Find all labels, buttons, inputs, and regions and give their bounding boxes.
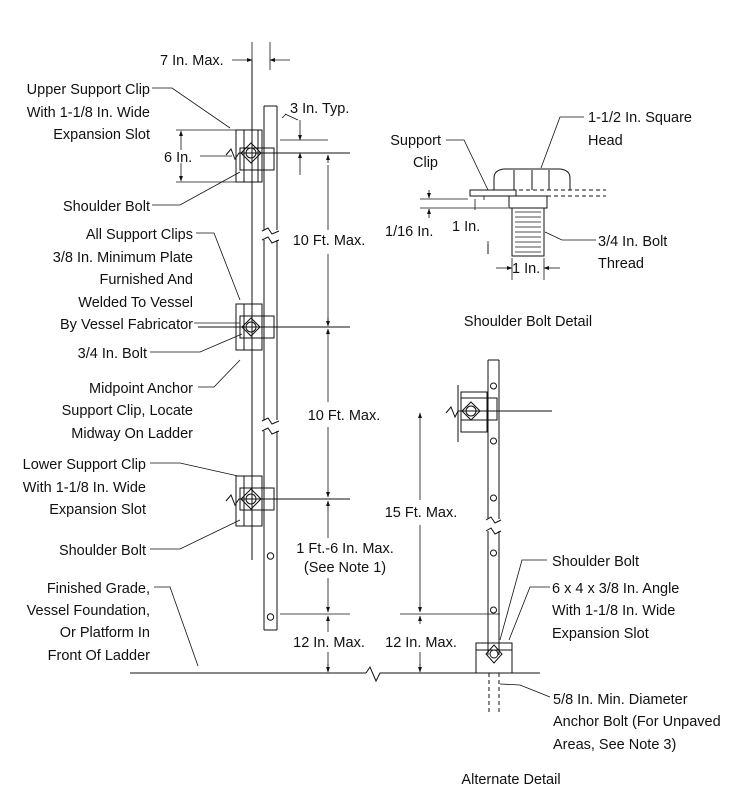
label-1ft6-max: 1 Ft.-6 In. Max.: [296, 541, 394, 557]
label-lower-clip-2: With 1-1/8 In. Wide: [23, 480, 146, 496]
alternate-top-clip: [445, 385, 552, 442]
label-upper-clip-2: With 1-1/8 In. Wide: [27, 105, 150, 121]
label-shoulder-bolt-detail: Shoulder Bolt Detail: [464, 314, 592, 330]
label-all-clips-4: Welded To Vessel: [78, 295, 193, 311]
label-all-clips-2: 3/8 In. Minimum Plate: [53, 250, 193, 266]
label-anchor-3: Areas, See Note 3): [553, 737, 676, 753]
label-sb-head-2: Head: [588, 133, 623, 149]
label-12in-max-left: 12 In. Max.: [293, 635, 365, 651]
label-sb-1in-horizontal: 1 In.: [512, 261, 540, 277]
label-grade-4: Front Of Ladder: [48, 648, 151, 664]
label-lower-clip-1: Lower Support Clip: [23, 457, 146, 473]
label-sb-thread-2: Thread: [598, 256, 644, 272]
label-sb-head-1: 1-1/2 In. Square: [588, 110, 692, 126]
label-grade-3: Or Platform In: [60, 625, 150, 641]
label-lower-clip-3: Expansion Slot: [49, 502, 146, 518]
label-all-clips-1: All Support Clips: [86, 227, 193, 243]
label-10ft-max-1: 10 Ft. Max.: [293, 233, 366, 249]
label-sb-clip: Clip: [413, 155, 438, 171]
main-ladder-side-rail: [261, 105, 280, 631]
label-shoulder-bolt-upper: Shoulder Bolt: [63, 199, 150, 215]
label-upper-clip-1: Upper Support Clip: [27, 82, 150, 98]
label-angle-1: 6 x 4 x 3/8 In. Angle: [552, 581, 679, 597]
lower-support-clip: [225, 475, 350, 527]
label-sb-support: Support: [390, 133, 441, 149]
finished-grade-line: [130, 665, 540, 683]
midpoint-support-clip: [198, 303, 350, 351]
alternate-angle-bracket: [475, 642, 513, 714]
label-see-note-1: (See Note 1): [304, 560, 386, 576]
label-7in-max: 7 In. Max.: [160, 53, 224, 69]
label-midpoint-3: Midway On Ladder: [71, 426, 193, 442]
label-sb-1in-vertical: 1 In.: [452, 219, 480, 235]
label-angle-2: With 1-1/8 In. Wide: [552, 603, 675, 619]
label-all-clips-5: By Vessel Fabricator: [60, 317, 193, 333]
label-anchor-2: Anchor Bolt (For Unpaved: [553, 714, 721, 730]
shoulder-bolt-detail: [420, 116, 606, 280]
label-6in: 6 In.: [164, 150, 192, 166]
label-all-clips-3: Furnished And: [99, 272, 193, 288]
label-upper-clip-3: Expansion Slot: [53, 127, 150, 143]
label-10ft-max-2: 10 Ft. Max.: [308, 408, 381, 424]
label-midpoint-1: Midpoint Anchor: [89, 381, 193, 397]
label-angle-3: Expansion Slot: [552, 626, 649, 642]
label-alternate-detail: Alternate Detail: [461, 772, 560, 788]
label-sb-1-16in: 1/16 In.: [385, 224, 433, 240]
label-12in-max-right: 12 In. Max.: [385, 635, 457, 651]
label-anchor-1: 5/8 In. Min. Diameter: [553, 692, 688, 708]
label-sb-thread-1: 3/4 In. Bolt: [598, 234, 667, 250]
upper-support-clip: [225, 129, 350, 183]
label-grade-2: Vessel Foundation,: [27, 603, 150, 619]
label-15ft-max: 15 Ft. Max.: [385, 505, 458, 521]
label-midpoint-2: Support Clip, Locate: [62, 403, 193, 419]
label-bolt-34: 3/4 In. Bolt: [78, 346, 147, 362]
label-3in-typ: 3 In. Typ.: [290, 101, 349, 117]
label-grade-1: Finished Grade,: [47, 581, 150, 597]
alternate-ladder-rail: [485, 359, 502, 655]
label-shoulder-bolt-lower: Shoulder Bolt: [59, 543, 146, 559]
label-alt-shoulder-bolt: Shoulder Bolt: [552, 554, 639, 570]
